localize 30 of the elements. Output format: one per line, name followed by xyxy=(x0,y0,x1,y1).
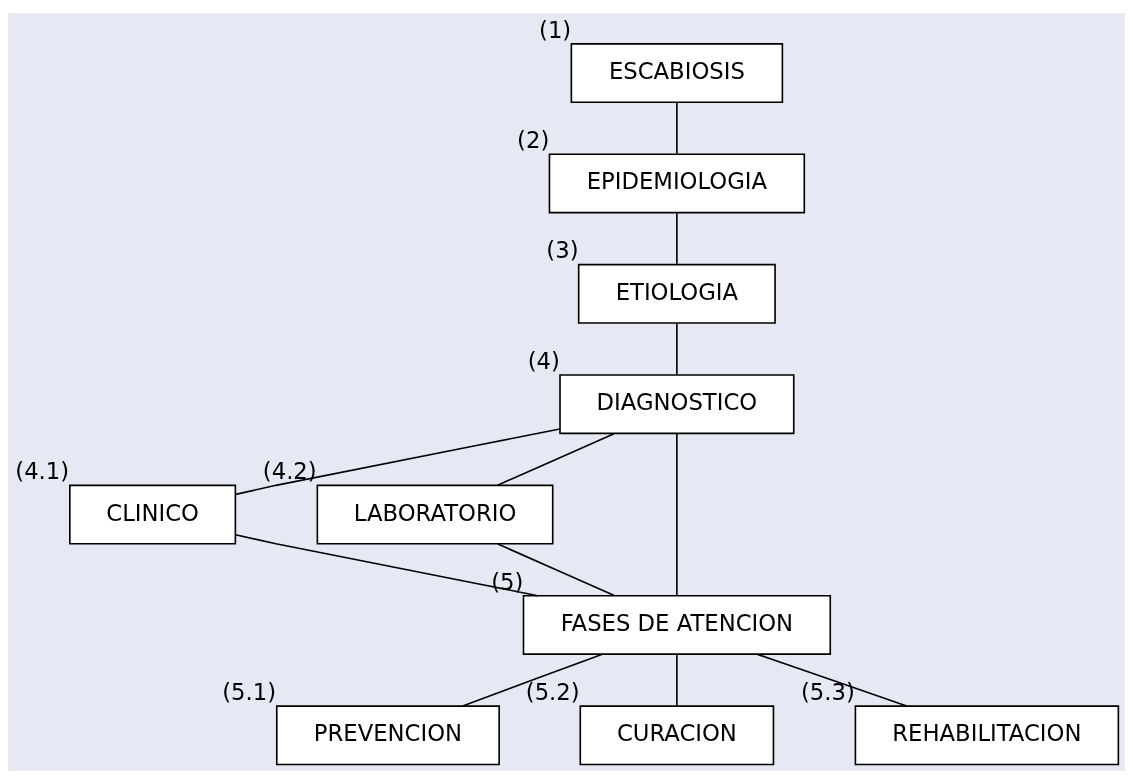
node-label: (3) xyxy=(546,237,579,264)
node-box: PREVENCION xyxy=(275,705,500,766)
connector xyxy=(756,653,908,707)
node-box: REHABILITACION xyxy=(854,705,1120,766)
node-label: (1) xyxy=(539,16,572,43)
node-label: (5.1) xyxy=(222,678,277,705)
node-box: LABORATORIO xyxy=(316,484,554,545)
node-label: (4.1) xyxy=(15,458,70,485)
connector xyxy=(496,432,615,486)
node-label: (4.2) xyxy=(262,458,317,485)
node-label: (2) xyxy=(517,127,550,154)
connector xyxy=(234,533,539,597)
connector xyxy=(676,432,678,597)
node-box: DIAGNOSTICO xyxy=(559,374,795,435)
node-label: (5.2) xyxy=(525,678,580,705)
node-box: EPIDEMIOLOGIA xyxy=(548,153,806,214)
node-box: CLINICO xyxy=(69,484,237,545)
node-box: CURACION xyxy=(579,705,775,766)
connector xyxy=(676,322,678,376)
node-box: ESCABIOSIS xyxy=(570,43,784,104)
connector xyxy=(497,543,616,597)
node-label: (4) xyxy=(527,347,560,374)
node-label: (5.3) xyxy=(800,678,855,705)
node-box: FASES DE ATENCION xyxy=(522,594,832,655)
connector xyxy=(676,102,678,155)
connector xyxy=(234,428,561,496)
connector xyxy=(461,653,603,707)
node-box: ETIOLOGIA xyxy=(577,263,776,324)
connector xyxy=(676,212,678,265)
connector xyxy=(676,653,678,707)
